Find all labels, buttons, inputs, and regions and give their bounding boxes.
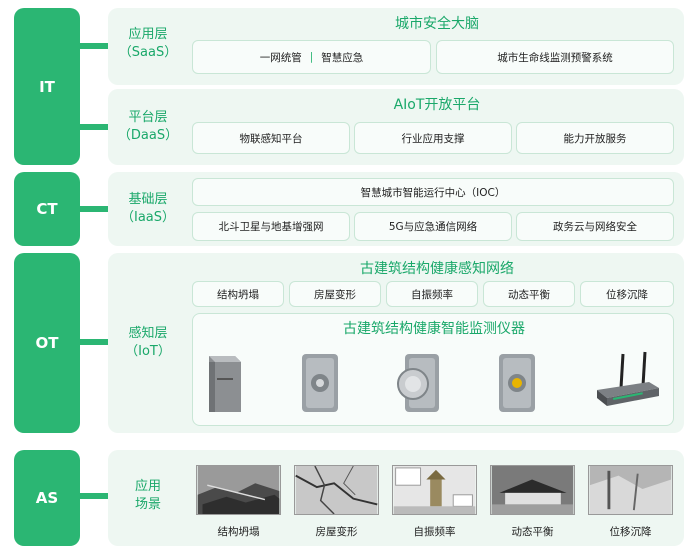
saas-title: 城市安全大脑 (395, 16, 479, 32)
device-gateway (597, 351, 659, 406)
daas-title: AIoT开放平台 (393, 97, 481, 113)
scene-layer-label: 应用 场景 (108, 478, 188, 514)
saas-box1-part1: 一网统管 (259, 51, 302, 64)
scene-caption-balance: 动态平衡 (511, 526, 554, 538)
device-box-sensor (209, 356, 241, 412)
saas-box-unified: 一网统管 | 智慧应急 (192, 40, 431, 74)
side-ot-text: OT (35, 334, 59, 352)
iot-item-balance: 动态平衡 (483, 281, 575, 307)
photo-structure-collapse (196, 465, 281, 515)
connector-saas (80, 43, 110, 49)
iot-label-line1: 感知层 (128, 326, 168, 341)
daas-label-line2: （DaaS） (117, 128, 179, 143)
scene-caption-collapse: 结构坍塌 (217, 526, 260, 538)
iot-layer-label: 感知层 （IoT） (108, 325, 188, 361)
iot-item-collapse: 结构坍塌 (192, 281, 284, 307)
daas-box-industry: 行业应用支撑 (354, 122, 512, 154)
device-tilt-sensor (302, 354, 338, 412)
iaas-layer-label: 基础层 （IaaS） (108, 191, 188, 227)
side-label-as: AS (14, 450, 80, 546)
daas-label-line1: 平台层 (128, 110, 168, 125)
side-label-it: IT (14, 8, 80, 165)
iaas-box-5g: 5G与应急通信网络 (354, 212, 512, 241)
panel-scene: 应用 场景 结构坍塌 房屋变形 自振频率 动态平衡 位移沉降 (108, 450, 684, 546)
iaas-box-beidou: 北斗卫星与地基增强网 (192, 212, 350, 241)
connector-daas (80, 124, 110, 130)
iot-device-title: 古建筑结构健康智能监测仪器 (343, 321, 525, 337)
saas-layer-label: 应用层 （SaaS） (108, 26, 188, 62)
device-vibration-sensor (397, 354, 439, 412)
iaas-label-line2: （IaaS） (120, 210, 176, 225)
iot-label-line2: （IoT） (125, 344, 171, 359)
device-displacement-sensor (499, 354, 535, 412)
saas-box-lifeline: 城市生命线监测预警系统 (436, 40, 674, 74)
iot-network-title: 古建筑结构健康感知网络 (360, 261, 514, 277)
side-it-text: IT (39, 77, 55, 96)
photo-displacement-settlement (588, 465, 673, 515)
scene-caption-frequency: 自振频率 (413, 526, 456, 538)
panel-iot: 感知层 （IoT） 古建筑结构健康感知网络 结构坍塌 房屋变形 自振频率 动态平… (108, 253, 684, 433)
connector-iot (80, 339, 110, 345)
photo-dynamic-balance (490, 465, 575, 515)
saas-label-line1: 应用层 (128, 27, 168, 42)
panel-iaas: 基础层 （IaaS） 智慧城市智能运行中心（IOC） 北斗卫星与地基增强网 5G… (108, 172, 684, 246)
connector-scene (80, 493, 110, 499)
iot-item-settlement: 位移沉降 (580, 281, 674, 307)
saas-box1-part2: 智慧应急 (321, 51, 364, 64)
daas-box-capability: 能力开放服务 (516, 122, 674, 154)
daas-box-iot-platform: 物联感知平台 (192, 122, 350, 154)
scene-label-line1: 应用 (134, 479, 161, 494)
scene-caption-settlement: 位移沉降 (609, 526, 652, 538)
iot-device-area: 古建筑结构健康智能监测仪器 (192, 313, 674, 426)
saas-label-line2: （SaaS） (118, 45, 178, 60)
panel-saas: 应用层 （SaaS） 城市安全大脑 一网统管 | 智慧应急 城市生命线监测预警系… (108, 8, 684, 85)
connector-iaas (80, 206, 110, 212)
iaas-box-ioc: 智慧城市智能运行中心（IOC） (192, 178, 674, 206)
daas-layer-label: 平台层 （DaaS） (108, 109, 188, 145)
photo-house-deformation (294, 465, 379, 515)
side-label-ct: CT (14, 172, 80, 246)
saas-box1-sep: | (309, 51, 314, 63)
scene-caption-deform: 房屋变形 (315, 526, 358, 538)
iaas-label-line1: 基础层 (128, 192, 168, 207)
photo-natural-frequency (392, 465, 477, 515)
side-as-text: AS (35, 489, 59, 507)
iot-item-frequency: 自振频率 (386, 281, 478, 307)
scene-label-line2: 场景 (134, 497, 161, 512)
iaas-box-cloud: 政务云与网络安全 (516, 212, 674, 241)
iot-item-deform: 房屋变形 (289, 281, 381, 307)
side-label-ot: OT (14, 253, 80, 433)
panel-daas: 平台层 （DaaS） AIoT开放平台 物联感知平台 行业应用支撑 能力开放服务 (108, 89, 684, 165)
side-ct-text: CT (36, 200, 58, 218)
